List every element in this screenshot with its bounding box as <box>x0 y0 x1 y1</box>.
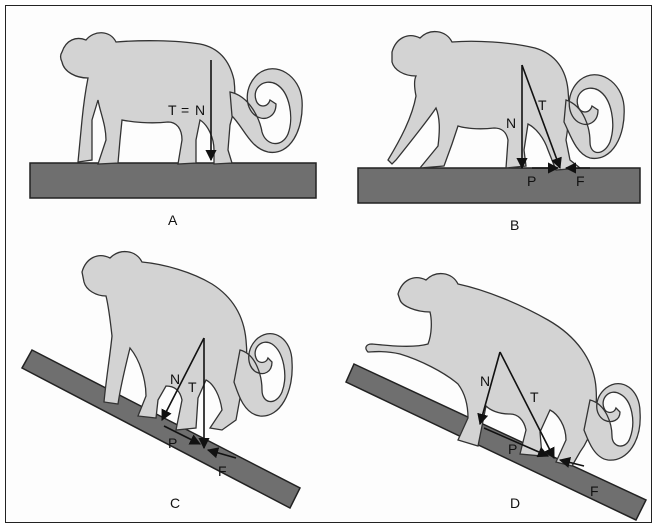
plank-b <box>358 168 640 203</box>
panel-label-b: B <box>510 217 519 233</box>
label-p-c: P <box>168 435 177 451</box>
panel-label-a: A <box>168 212 178 228</box>
label-t-a: T <box>168 102 177 118</box>
plank-a <box>30 163 316 198</box>
monkey-a <box>61 33 235 164</box>
label-p-d: P <box>508 441 517 457</box>
panel-a: T = N A <box>30 33 316 228</box>
label-n-a: N <box>195 102 205 118</box>
tail-a <box>230 69 302 153</box>
label-n-d: N <box>480 373 490 389</box>
panel-label-c: C <box>170 495 180 511</box>
label-f-d: F <box>590 483 599 499</box>
label-n-c: N <box>170 371 180 387</box>
panel-c: N T P F C <box>22 252 300 511</box>
tail-b <box>564 75 624 159</box>
label-f-c: F <box>218 463 227 479</box>
label-t-b: T <box>538 97 547 113</box>
label-p-b: P <box>527 173 536 189</box>
label-eq-a: = <box>181 102 189 118</box>
label-t-d: T <box>530 389 539 405</box>
label-f-b: F <box>576 173 585 189</box>
panel-d: N T P F D <box>346 274 646 520</box>
label-t-c: T <box>188 379 197 395</box>
label-n-b: N <box>506 115 516 131</box>
panel-label-d: D <box>510 495 520 511</box>
monkey-b <box>388 32 580 170</box>
panel-b: N T P F B <box>358 32 640 233</box>
